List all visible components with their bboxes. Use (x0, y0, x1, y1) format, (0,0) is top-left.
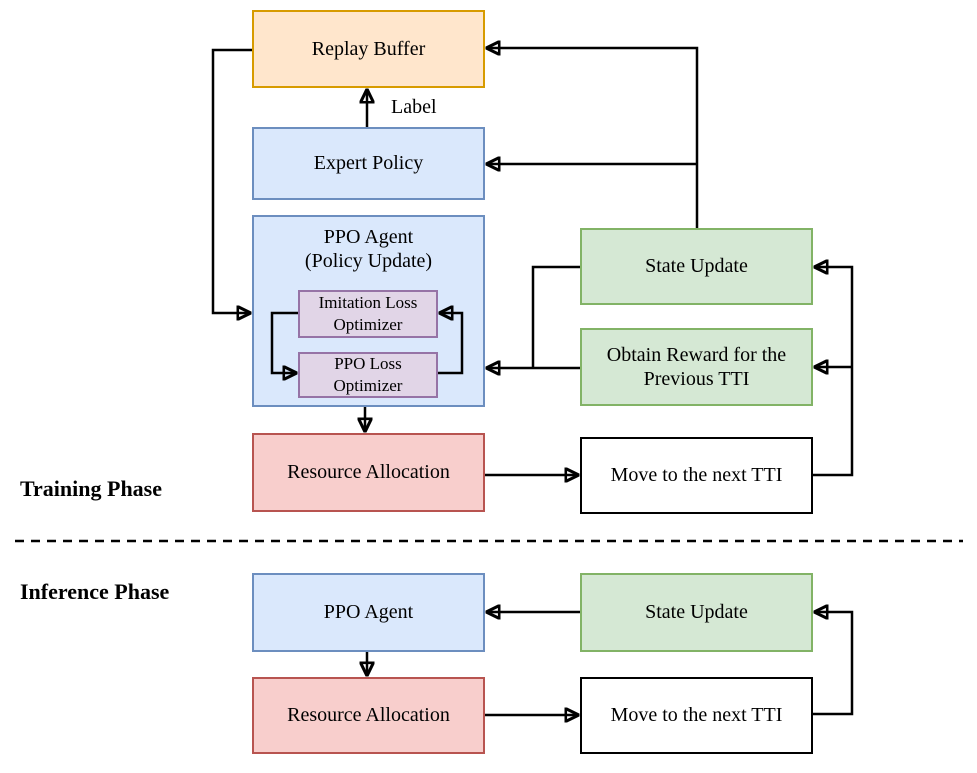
label-annotation: Label (391, 96, 437, 118)
state-update-inference-box: State Update (580, 573, 813, 652)
imitation-loss-optimizer-line1: Imitation Loss (318, 293, 418, 313)
inference-phase-label: Inference Phase (20, 579, 170, 604)
arrow-move-tti-to-state-update-training (813, 267, 854, 477)
ppo-agent-training-label-line2: (Policy Update) (304, 250, 433, 273)
obtain-reward-box: Obtain Reward for the Previous TTI (580, 328, 813, 406)
move-next-tti-inference-box: Move to the next TTI (580, 677, 813, 754)
replay-buffer-label: Replay Buffer (311, 37, 426, 60)
move-next-tti-training-box: Move to the next TTI (580, 437, 813, 514)
move-next-tti-training-label: Move to the next TTI (610, 464, 783, 487)
state-update-training-box: State Update (580, 228, 813, 305)
state-update-training-label: State Update (645, 255, 748, 278)
expert-policy-box: Expert Policy (252, 127, 485, 200)
resource-allocation-inference-label: Resource Allocation (287, 704, 450, 727)
resource-allocation-inference-box: Resource Allocation (252, 677, 485, 754)
arrow-move-tti-to-state-update-inference (813, 612, 854, 716)
state-update-inference-label: State Update (645, 601, 748, 624)
obtain-reward-line1: Obtain Reward for the (606, 343, 787, 366)
expert-policy-label: Expert Policy (313, 152, 424, 175)
ppo-agent-inference-box: PPO Agent (252, 573, 485, 652)
obtain-reward-line2: Previous TTI (643, 368, 750, 390)
arrow-replay-buffer-to-ppo-agent (211, 48, 252, 313)
replay-buffer-box: Replay Buffer (252, 10, 485, 88)
resource-allocation-training-box: Resource Allocation (252, 433, 485, 512)
ppo-loss-optimizer-line2: Optimizer (333, 376, 403, 395)
ppo-loss-optimizer-line1: PPO Loss (334, 354, 402, 374)
ppo-loss-optimizer-box: PPO Loss Optimizer (298, 352, 438, 398)
line-state-update-junction (531, 265, 580, 368)
imitation-loss-optimizer-line2: Optimizer (333, 315, 403, 334)
resource-allocation-training-label: Resource Allocation (287, 461, 450, 484)
arrow-state-update-to-replay-buffer (487, 48, 699, 228)
move-next-tti-inference-label: Move to the next TTI (610, 704, 783, 727)
ppo-agent-inference-label: PPO Agent (323, 601, 414, 624)
imitation-loss-optimizer-box: Imitation Loss Optimizer (298, 290, 438, 338)
ppo-agent-training-label-line1: PPO Agent (323, 226, 414, 248)
training-phase-label: Training Phase (20, 476, 163, 501)
